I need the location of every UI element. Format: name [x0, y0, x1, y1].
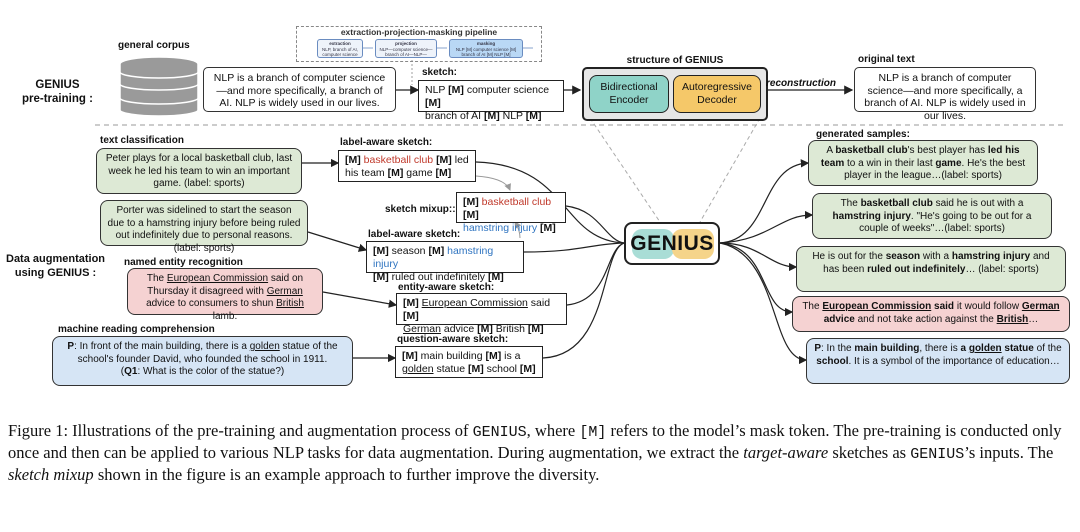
pipeline-step-title: masking [476, 41, 496, 46]
genius-structure-box: Bidirectional Encoder Autoregressive Dec… [582, 67, 768, 121]
pipeline-step-title: projection [395, 41, 417, 46]
pipeline-arrows [363, 47, 533, 49]
pipeline-step-text: NLP [M] computer science [M] branch of A… [455, 46, 517, 58]
label-aware-sketch-label-2: label-aware sketch: [368, 229, 461, 240]
caption-italic: target-aware [743, 443, 829, 462]
encoder-block: Bidirectional Encoder [589, 75, 669, 113]
structure-label: structure of GENIUS [626, 55, 724, 66]
generated-sample-5: P: In the main building, there is a gold… [806, 338, 1070, 384]
pretraining-sketch-box: NLP [M] computer science [M]branch of AI… [418, 80, 564, 122]
mrc-label: machine reading comprehension [58, 324, 215, 335]
pipeline-step-text: NLP—computer science—branch of AI—NLP— [379, 46, 433, 58]
decoder-block: Autoregressive Decoder [673, 75, 761, 113]
entity-aware-sketch: [M] European Commission said [M]German a… [396, 293, 567, 335]
caption-text: , where [526, 421, 580, 440]
reconstruction-label: reconstruction [766, 78, 837, 89]
original-text-label: original text [858, 54, 915, 65]
database-icon [119, 56, 199, 116]
label-aware-sketch-label-1: label-aware sketch: [340, 137, 433, 148]
entity-aware-sketch-label: entity-aware sketch: [398, 282, 495, 293]
sketch-mixup-box: [M] basketball club [M]hamstring injury … [456, 192, 566, 234]
caption-text: refers to the model’s mask token. The pr… [8, 421, 1062, 462]
caption-text: ’s inputs. The [964, 443, 1054, 462]
corpus-text-box: NLP is a branch of computer science—and … [203, 67, 396, 112]
caption-text: sketches as [828, 443, 911, 462]
tc-input-2: Porter was sidelined to start the season… [100, 200, 308, 254]
generated-samples-label: generated samples: [816, 129, 910, 140]
mrc-input: P: In front of the main building, there … [52, 336, 353, 386]
genius-logo-encoder-blob [632, 229, 674, 259]
generated-sample-4: The European Commission said it would fo… [792, 296, 1070, 332]
label-aware-sketch-2: [M] season [M] hamstring injury[M] ruled… [366, 241, 524, 283]
ner-label: named entity recognition [124, 257, 243, 268]
tc-input-1: Peter plays for a local basketball club,… [96, 148, 302, 194]
pretraining-label-line2: pre-training : [22, 93, 93, 105]
generated-sample-3: He is out for the season with a hamstrin… [796, 246, 1066, 292]
ner-input: The European Commission said on Thursday… [127, 268, 323, 322]
pipeline-step-title: extraction [329, 41, 351, 46]
augmentation-label-line1: Data augmentation [6, 253, 106, 265]
generated-sample-2: The basketball club said he is out with … [812, 193, 1052, 239]
generated-sample-1: A basketball club's best player has led … [808, 140, 1038, 186]
genius-logo: GENIUS [624, 222, 720, 265]
caption-text: Illustrations of the pre-training and au… [68, 421, 473, 440]
question-aware-sketch-label: question-aware sketch: [397, 334, 509, 345]
sketch-label: sketch: [422, 67, 458, 78]
pretraining-section-label: GENIUS pre-training : [22, 78, 93, 106]
sketch-mixup-label: sketch mixup:: [385, 204, 456, 215]
caption-text: shown in the figure is an example approa… [93, 465, 600, 484]
caption-italic: sketch mixup [8, 465, 94, 484]
connector-lines [95, 60, 1065, 365]
caption-genius-mono: GENIUS [472, 424, 527, 441]
original-text-box: NLP is a branch of computer science—and … [854, 67, 1036, 122]
genius-logo-decoder-blob [672, 229, 714, 259]
genius-logo-text: GENIUS [630, 232, 714, 255]
pipeline-step-text: NLP, branch of AI, computer science [322, 46, 358, 58]
caption-figure-number: Figure 1: [8, 421, 69, 440]
augmentation-section-label: Data augmentation using GENIUS : [6, 252, 105, 280]
general-corpus-label: general corpus [118, 40, 190, 51]
caption-mask-token: [M] [579, 424, 607, 441]
pipeline-title: extraction-projection-masking pipeline [340, 27, 498, 37]
pipeline-frame: extraction-projection-masking pipeline e… [296, 26, 542, 62]
augmentation-label-line2: using GENIUS : [14, 267, 97, 279]
caption-genius-mono: GENIUS [910, 446, 965, 463]
text-classification-label: text classification [100, 135, 184, 146]
figure-caption: Figure 1: Illustrations of the pre-train… [8, 421, 1074, 485]
pretraining-label-line1: GENIUS [35, 79, 80, 91]
